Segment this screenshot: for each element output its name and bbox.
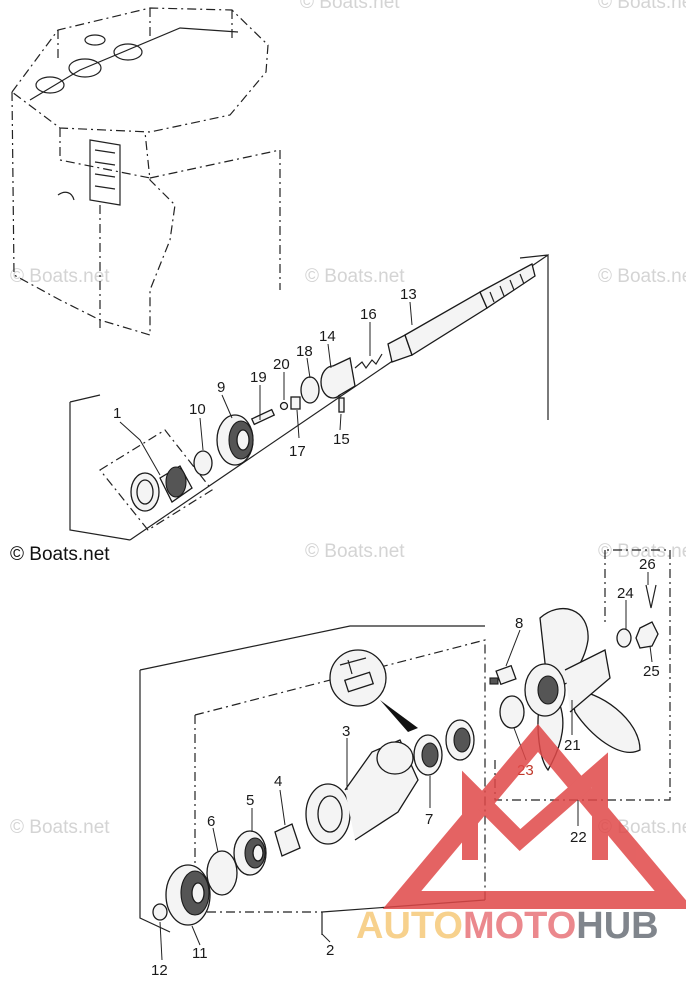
forward-gear: [216, 414, 254, 466]
prop-washer: [616, 628, 632, 648]
clutch-dog: [320, 357, 356, 399]
callout-1: 1: [113, 405, 121, 422]
callout-2: 2: [326, 942, 334, 959]
callout-4: 4: [274, 773, 282, 790]
pinion-shaft-group: [69, 149, 549, 541]
callout-9: 9: [217, 379, 225, 396]
ball: [279, 401, 289, 411]
detail-bubble: [329, 649, 418, 732]
callout-14: 14: [319, 328, 336, 345]
callout-11: 11: [192, 945, 208, 962]
bearing-carrier: [305, 739, 419, 845]
drain-plug: [489, 664, 517, 686]
automotohub-logo: AUTOMOTOHUB: [356, 724, 686, 947]
reverse-gear: [165, 864, 211, 926]
propeller-shaft: [387, 263, 536, 363]
callout-15: 15: [333, 431, 350, 448]
watermark-text: © Boats.net: [598, 541, 686, 562]
watermark-text: © Boats.net: [598, 0, 686, 13]
spring: [354, 353, 383, 370]
callout-18: 18: [296, 343, 313, 360]
watermark-text: © Boats.net: [305, 541, 405, 562]
cotter-pin: [645, 584, 657, 609]
carrier-bearings: [413, 719, 475, 776]
callout-16: 16: [360, 306, 377, 323]
thrust-hub: [499, 695, 525, 729]
watermark-layer: © Boats.net © Boats.net © Boats.net © Bo…: [10, 0, 686, 838]
prop-nut: [635, 621, 659, 649]
logo-text: AUTOMOTOHUB: [356, 905, 659, 947]
callout-21: 21: [564, 737, 581, 754]
retaining-ring: [300, 376, 320, 404]
callout-6: 6: [207, 813, 215, 830]
watermark-text: © Boats.net: [10, 266, 110, 287]
pin: [250, 408, 276, 426]
needle-bearing: [274, 823, 301, 857]
watermark-text: © Boats.net: [305, 266, 405, 287]
callout-7: 7: [425, 811, 433, 828]
callout-19: 19: [250, 369, 267, 386]
bearing-cup: [130, 465, 193, 512]
ball-bearing: [233, 830, 267, 876]
watermark-text: © Boats.net: [10, 817, 110, 838]
callout-8: 8: [515, 615, 523, 632]
leader-lines: [119, 301, 653, 961]
bearing-carrier-group: [139, 549, 671, 935]
callout-25: 25: [643, 663, 660, 680]
watermark-text: © Boats.net: [598, 266, 686, 287]
callout-labels: 1 2 3 4 5 6 7 8 9 10 11 12 13 14 15 16 1…: [113, 286, 660, 979]
callout-24: 24: [617, 585, 634, 602]
logo-triangle-inner: [462, 752, 608, 860]
callout-20: 20: [273, 356, 290, 373]
watermark-text: © Boats.net: [300, 0, 400, 13]
callout-13: 13: [400, 286, 417, 303]
callout-22: 22: [570, 829, 587, 846]
cross-pin: [338, 397, 345, 413]
callout-10: 10: [189, 401, 206, 418]
propeller: [524, 608, 641, 772]
o-ring: [206, 850, 238, 896]
callout-17: 17: [289, 443, 306, 460]
callout-5: 5: [246, 792, 254, 809]
callout-12: 12: [151, 962, 168, 979]
callout-3: 3: [342, 723, 350, 740]
thrust-washer: [152, 903, 168, 921]
shim-ring: [193, 450, 213, 476]
watermark-text: © Boats.net: [10, 544, 110, 565]
gearcase-housing: [11, 7, 269, 336]
spacer: [290, 396, 301, 410]
callout-26: 26: [639, 556, 656, 573]
